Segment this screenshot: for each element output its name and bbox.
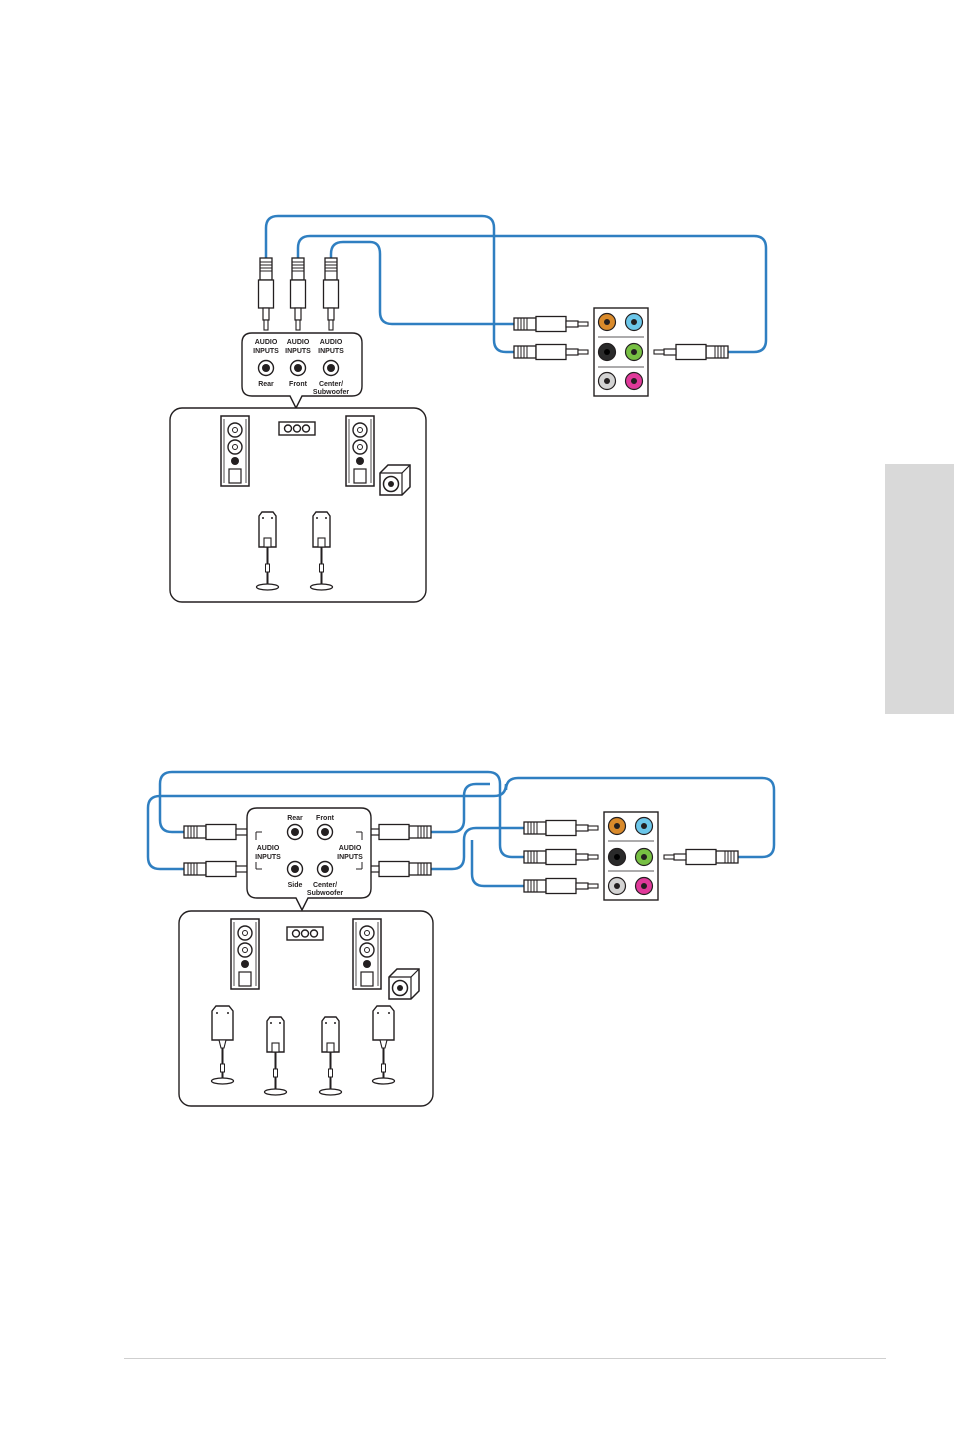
jack2-front xyxy=(318,825,333,840)
plug2-panel-middle xyxy=(524,850,598,865)
audio-inputs-box-2: Rear Front AUDIO xyxy=(247,808,371,910)
label2-front: Front xyxy=(316,815,335,822)
label2-subwoofer: Subwoofer xyxy=(307,890,343,897)
jack2-rear xyxy=(288,825,303,840)
audio-port-panel-1 xyxy=(594,308,648,396)
diagram-1: AUDIO INPUTS AUDIO INPUTS AUDIO INPUTS xyxy=(170,216,766,602)
subwoofer-icon xyxy=(380,465,410,495)
front-right-speaker2-icon xyxy=(353,919,381,989)
jack-center xyxy=(324,361,339,376)
inputs2-right-a: AUDIO xyxy=(339,845,362,852)
speaker-area-2 xyxy=(179,911,433,1106)
label-center: Center/ xyxy=(319,381,343,388)
label2-center: Center/ xyxy=(313,882,337,889)
plug2-panel-bottom xyxy=(524,879,598,894)
label2-rear: Rear xyxy=(287,815,303,822)
jack-front xyxy=(291,361,306,376)
jack2-side xyxy=(288,862,303,877)
inputs-label-3b: INPUTS xyxy=(318,348,344,355)
plug-rear xyxy=(259,258,274,330)
inputs-label-2b: INPUTS xyxy=(285,348,311,355)
cable-group-1 xyxy=(266,216,766,352)
plug-front xyxy=(291,258,306,330)
label-rear: Rear xyxy=(258,381,274,388)
label-front: Front xyxy=(289,381,308,388)
plug2-return xyxy=(664,850,738,865)
plug-center-subwoofer xyxy=(324,258,339,330)
plug-return xyxy=(654,345,728,360)
subwoofer2-icon xyxy=(389,969,419,999)
front-right-speaker-icon xyxy=(346,416,374,486)
inputs-label-1b: INPUTS xyxy=(253,348,279,355)
plug-to-panel-top xyxy=(514,317,588,332)
label2-side: Side xyxy=(288,882,303,889)
front-left-speaker-icon xyxy=(221,416,249,486)
inputs-label-1a: AUDIO xyxy=(255,339,278,346)
plug2-panel-top xyxy=(524,821,598,836)
jack-rear xyxy=(259,361,274,376)
front-left-speaker2-icon xyxy=(231,919,259,989)
inputs2-left-b: INPUTS xyxy=(255,854,281,861)
inputs-label-2a: AUDIO xyxy=(287,339,310,346)
diagram-2: Rear Front AUDIO xyxy=(148,772,774,1106)
audio-port-panel-2 xyxy=(604,812,658,900)
hub-icon xyxy=(279,422,315,435)
inputs2-right-b: INPUTS xyxy=(337,854,363,861)
hub2-icon xyxy=(287,927,323,940)
inputs2-left-a: AUDIO xyxy=(257,845,280,852)
audio-inputs-box: AUDIO INPUTS AUDIO INPUTS AUDIO INPUTS xyxy=(242,333,362,408)
label-subwoofer: Subwoofer xyxy=(313,389,349,396)
plug-to-panel-middle xyxy=(514,345,588,360)
jack2-center xyxy=(318,862,333,877)
speaker-area-1 xyxy=(170,408,426,602)
inputs-label-3a: AUDIO xyxy=(320,339,343,346)
